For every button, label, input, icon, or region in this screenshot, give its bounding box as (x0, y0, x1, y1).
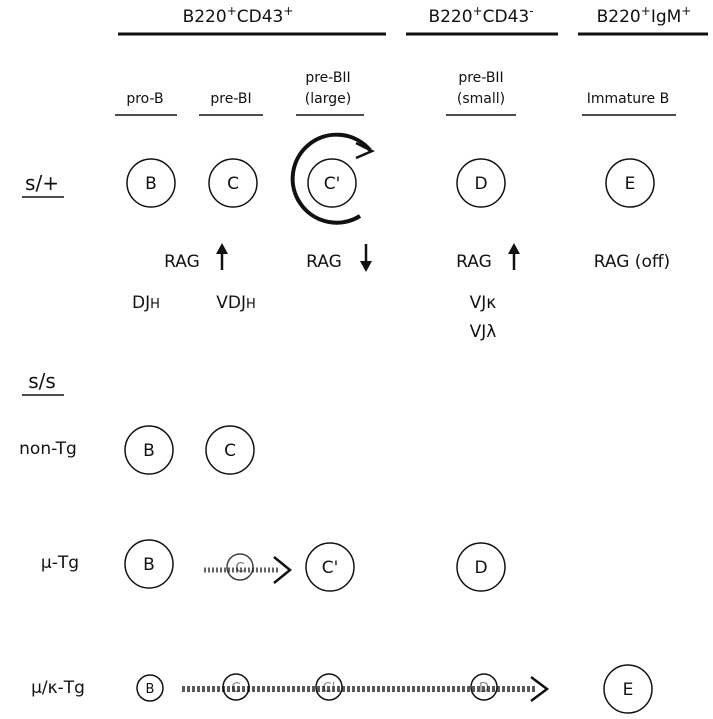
group-header-igm-pos: B220+IgM+ (597, 4, 692, 27)
stage-label-pre-bii-small-2: (small) (457, 91, 505, 107)
rearrangement-pre-bi: VDJH (216, 293, 256, 313)
svg-text:D: D (474, 558, 487, 578)
svg-text:B: B (143, 555, 155, 575)
svg-text:E: E (623, 680, 634, 700)
svg-text:C': C' (324, 174, 341, 194)
cell-b-mu-tg: B (124, 539, 174, 589)
svg-text:C': C' (322, 558, 339, 578)
cell-e-mu-kappa-tg: E (603, 664, 653, 714)
group-header-cd43-pos: B220+CD43+ (183, 4, 294, 27)
rag-label-pre-bii-large: RAG (306, 252, 342, 272)
genotype-label-mu-kappa-tg: μ/κ-Tg (31, 678, 85, 698)
stage-label-pre-bii-small-1: pre-BII (458, 70, 503, 86)
cell-b-mu-kappa-tg: B (136, 674, 164, 702)
cell-d-transient-mu-kappa-tg: D (470, 673, 498, 701)
fast-transition-arrowhead-mu-tg (273, 556, 292, 584)
cell-c-prime-wt: C' (307, 158, 357, 208)
cell-c-prime-transient-mu-kappa-tg: C' (315, 673, 343, 701)
fast-transition-arrowhead-mu-kappa-tg (530, 676, 550, 702)
rag-down-arrowhead-pre-bii-large (360, 261, 372, 272)
rag-label-immature: RAG (off) (594, 252, 670, 272)
svg-text:E: E (625, 174, 636, 194)
cell-b-non-tg: B (124, 425, 174, 475)
stage-label-pre-bi: pre-BI (210, 91, 251, 107)
svg-text:C: C (224, 441, 236, 461)
svg-text:C: C (231, 681, 240, 696)
genotype-label-wt: s/+ (25, 171, 59, 195)
cell-d-mu-tg: D (456, 542, 506, 592)
cell-b-wt: B (126, 158, 176, 208)
cell-e-wt: E (605, 158, 655, 208)
cell-d-wt: D (456, 158, 506, 208)
stage-label-immature-b: Immature B (587, 91, 669, 107)
svg-text:B: B (145, 174, 157, 194)
proliferation-cycle-arrowhead (355, 141, 375, 160)
cell-c-non-tg: C (205, 425, 255, 475)
svg-text:B: B (146, 682, 155, 697)
rag-up-arrowhead-pre-bi (216, 243, 228, 254)
rearrangement-lambda: VJλ (470, 322, 497, 342)
rag-label-pre-bii-small: RAG (456, 252, 492, 272)
rearrangement-pro-b: DJH (132, 293, 160, 313)
svg-text:C': C' (323, 681, 336, 696)
genotype-label-mu-tg: μ-Tg (41, 553, 79, 573)
cell-c-transient-mu-tg: C (226, 553, 254, 581)
cell-c-wt: C (208, 158, 258, 208)
svg-text:D: D (474, 174, 487, 194)
proliferation-cycle-arrow (290, 132, 372, 225)
rag-up-arrowhead-pre-bii-small (508, 243, 520, 254)
group-header-cd43-neg: B220+CD43- (428, 4, 533, 27)
genotype-label-non-tg: non-Tg (19, 439, 77, 459)
svg-text:B: B (143, 441, 155, 461)
rag-label-pre-bi: RAG (164, 252, 200, 272)
genotype-label-scid: s/s (28, 369, 56, 393)
svg-text:D: D (479, 681, 489, 696)
cell-c-transient-mu-kappa-tg: C (222, 673, 250, 701)
rearrangement-kappa: VJκ (470, 293, 497, 313)
stage-label-pre-bii-large-1: pre-BII (305, 70, 350, 86)
stage-label-pro-b: pro-B (126, 91, 163, 107)
stage-label-pre-bii-large-2: (large) (305, 91, 351, 107)
svg-text:C: C (227, 174, 239, 194)
cell-c-prime-mu-tg: C' (305, 542, 355, 592)
